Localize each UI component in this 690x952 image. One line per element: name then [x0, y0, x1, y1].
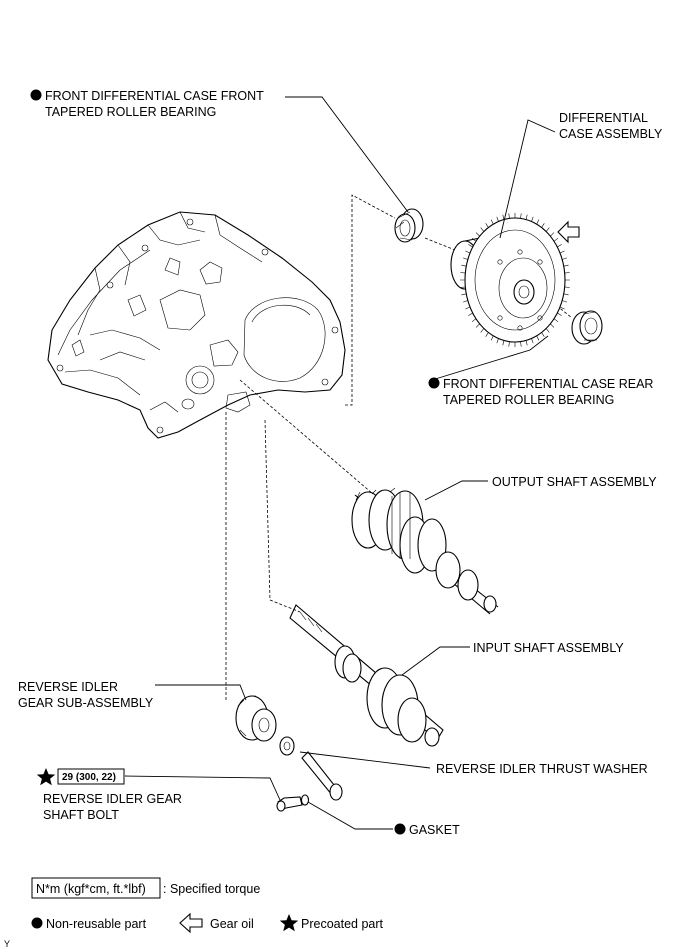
idler-gear-line2: GEAR SUB-ASSEMBLY [18, 696, 154, 710]
reverse-idler-shaft [301, 751, 343, 801]
legend-non-reusable-dot-icon [31, 917, 43, 929]
label-idler-gear: REVERSE IDLER GEAR SUB-ASSEMBLY [18, 680, 154, 710]
legend-precoated-star-icon [279, 914, 299, 932]
shaft-bolt-line2: SHAFT BOLT [43, 808, 119, 822]
label-thrust-washer: REVERSE IDLER THRUST WASHER [436, 762, 648, 776]
gear-oil-arrow-icon [557, 220, 580, 244]
label-front-bearing: FRONT DIFFERENTIAL CASE FRONT TAPERED RO… [30, 89, 264, 119]
assembly-lines [225, 194, 573, 700]
legend-gear-oil-arrow-icon [179, 912, 203, 934]
shaft-bolt [276, 796, 303, 812]
transaxle-case [47, 211, 346, 439]
rear-tapered-roller-bearing [571, 310, 603, 345]
non-reusable-dot-icon [428, 377, 440, 389]
rear-bearing-line1: FRONT DIFFERENTIAL CASE REAR [443, 377, 653, 391]
rear-bearing-line2: TAPERED ROLLER BEARING [443, 393, 614, 407]
torque-box [57, 768, 125, 785]
output-shaft-assembly [351, 487, 499, 615]
front-tapered-roller-bearing [394, 208, 424, 243]
label-input-shaft: INPUT SHAFT ASSEMBLY [473, 641, 624, 655]
reverse-idler-gear [235, 695, 277, 742]
idler-gear-line1: REVERSE IDLER [18, 680, 118, 694]
legend-torque-desc: : Specified torque [163, 882, 260, 896]
front-bearing-line1: FRONT DIFFERENTIAL CASE FRONT [45, 89, 264, 103]
leader-lines [124, 96, 556, 830]
front-bearing-line2: TAPERED ROLLER BEARING [45, 105, 216, 119]
label-rear-bearing: FRONT DIFFERENTIAL CASE REAR TAPERED ROL… [428, 377, 653, 407]
corner-mark: Y [4, 939, 10, 949]
legend-precoated: Precoated part [301, 917, 384, 931]
differential-case-assembly [450, 213, 570, 347]
legend-torque-unit: N*m (kgf*cm, ft.*lbf) [36, 882, 146, 896]
diff-case-line1: DIFFERENTIAL [559, 111, 648, 125]
legend-non-reusable: Non-reusable part [46, 917, 147, 931]
reverse-idler-thrust-washer [279, 736, 295, 756]
legend-gear-oil: Gear oil [210, 917, 254, 931]
non-reusable-dot-icon [30, 89, 42, 101]
diff-case-line2: CASE ASSEMBLY [559, 127, 663, 141]
shaft-bolt-line1: REVERSE IDLER GEAR [43, 792, 182, 806]
input-shaft-assembly [289, 604, 444, 747]
label-shaft-bolt: 29 (300, 22) REVERSE IDLER GEAR SHAFT BO… [36, 768, 182, 822]
label-output-shaft: OUTPUT SHAFT ASSEMBLY [492, 475, 657, 489]
gasket-part [300, 794, 310, 806]
precoated-star-icon [36, 768, 56, 786]
legend-torque-box [31, 877, 161, 899]
gasket-text: GASKET [409, 823, 460, 837]
label-differential-case: DIFFERENTIAL CASE ASSEMBLY [559, 111, 663, 141]
non-reusable-dot-icon [394, 823, 406, 835]
label-gasket: GASKET [394, 823, 460, 837]
torque-value: 29 (300, 22) [62, 772, 116, 783]
legend: N*m (kgf*cm, ft.*lbf) : Specified torque… [31, 877, 384, 934]
